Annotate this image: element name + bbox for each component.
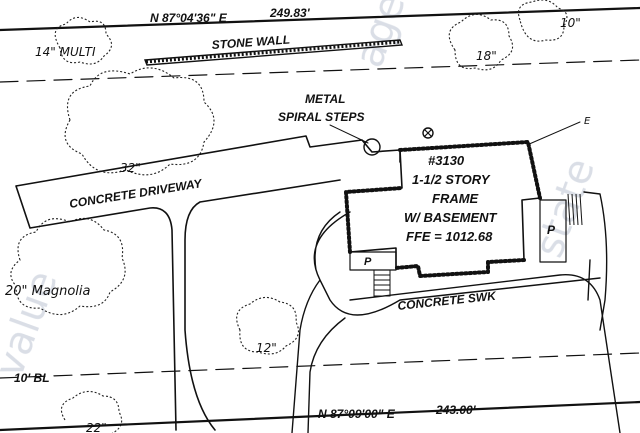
house-ffe: FFE = 1012.68 [406, 229, 493, 244]
driveway-label: CONCRETE DRIVEWAY [68, 176, 203, 211]
tree-10-label: 10" [560, 16, 581, 30]
tree-bottom-label: 22" [86, 421, 107, 433]
top-property-line [0, 6, 640, 32]
concrete-sidewalk [307, 274, 621, 433]
house-footprint [344, 140, 542, 278]
tree-magnolia-label: 20" Magnolia [5, 284, 91, 299]
tree-magnolia [10, 217, 126, 316]
svg-text:agent: agent [346, 0, 429, 73]
utility-label: E [584, 116, 591, 127]
right-driveway-edge [583, 191, 608, 331]
top-distance: 249.83' [269, 6, 311, 20]
tree-12 [236, 296, 299, 355]
setback-line [0, 352, 640, 379]
concrete-driveway [15, 135, 401, 431]
tree-multi-label: 14" MULTI [35, 45, 96, 59]
steps-label-line1: METAL [305, 92, 345, 106]
tree-bottom [60, 390, 123, 433]
house-line3: W/ BASEMENT [404, 210, 498, 225]
svg-text:state: state [526, 152, 604, 263]
bottom-bearing: N 87°09'00" E [318, 407, 396, 421]
steps-label-line2: SPIRAL STEPS [278, 110, 364, 124]
porch-right-label: P [547, 223, 556, 237]
top-bearing: N 87°04'36" E [150, 11, 228, 25]
bottom-distance: 243.00' [435, 403, 477, 417]
tree-12-label: 12" [256, 341, 277, 355]
house-line1: 1-1/2 STORY [412, 172, 491, 187]
porch-left [349, 251, 397, 271]
porch-left-label: P [364, 256, 372, 268]
bottom-property-line [0, 400, 640, 432]
stone-wall-label: STONE WALL [211, 33, 290, 52]
svg-text:value: value [0, 265, 67, 383]
easement-line-upper [0, 59, 640, 83]
setback-label: 10' BL [14, 371, 50, 385]
front-walk [291, 211, 601, 433]
tree-18-label: 18" [476, 49, 497, 63]
house-number: #3130 [428, 153, 465, 168]
stone-wall [143, 39, 404, 66]
spiral-steps-leader [329, 124, 369, 144]
tree-32 [64, 67, 215, 176]
tree-32-label: 32" [120, 161, 141, 175]
porch-right [539, 199, 567, 263]
side-steps [567, 193, 583, 226]
front-steps [373, 269, 391, 297]
utility-line [526, 121, 581, 146]
house-line2: FRAME [432, 191, 479, 206]
spiral-steps [363, 138, 381, 156]
tree-18 [448, 13, 514, 71]
survey-marker-icon [422, 127, 434, 139]
